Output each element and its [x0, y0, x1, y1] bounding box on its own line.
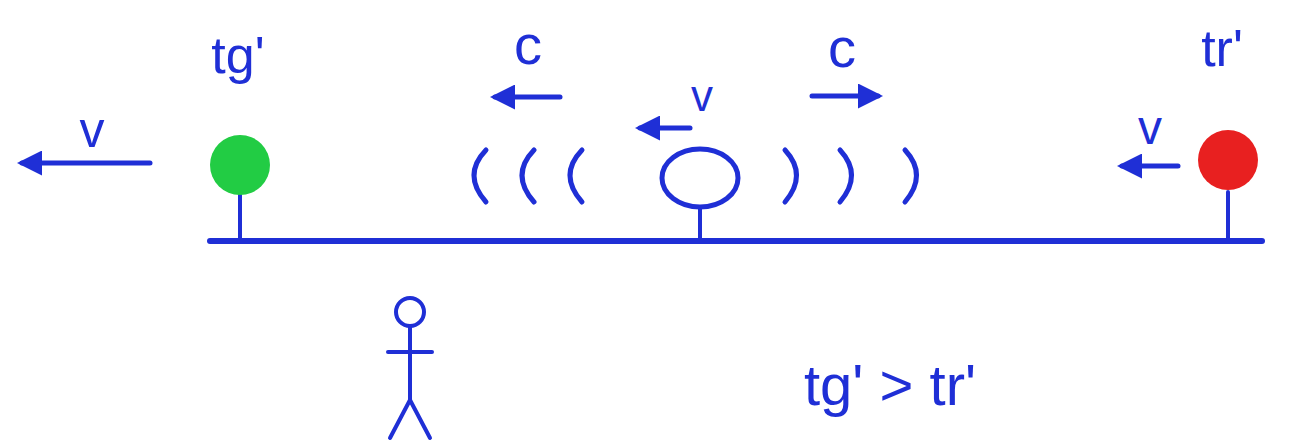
light-speed-label: c: [514, 17, 542, 73]
observer: [388, 298, 432, 438]
velocity-arrow: [640, 126, 690, 131]
velocity-arrow: [22, 161, 150, 166]
post: [238, 195, 242, 238]
velocity-label: v: [1138, 104, 1162, 152]
time-label: tg': [211, 29, 264, 81]
velocity-label: v: [691, 74, 713, 118]
wave-front: [785, 150, 797, 202]
wave-front: [522, 150, 534, 202]
light-arrow: [495, 95, 560, 100]
time-label: tr': [1201, 22, 1243, 74]
light-arrow: [812, 94, 878, 99]
velocity-label: v: [80, 105, 105, 155]
wave-front: [905, 150, 917, 202]
light-source: [662, 149, 738, 207]
post: [1226, 192, 1230, 238]
velocity-arrow: [1122, 164, 1178, 169]
track-line: [210, 238, 1262, 244]
green-light: [210, 135, 270, 195]
post: [698, 207, 702, 238]
time-comparison: tg' > tr': [804, 356, 976, 414]
wave-front: [474, 150, 486, 202]
wave-front: [570, 150, 582, 202]
wave-front: [840, 150, 852, 202]
red-light: [1198, 130, 1258, 190]
light-speed-label: c: [828, 20, 856, 76]
